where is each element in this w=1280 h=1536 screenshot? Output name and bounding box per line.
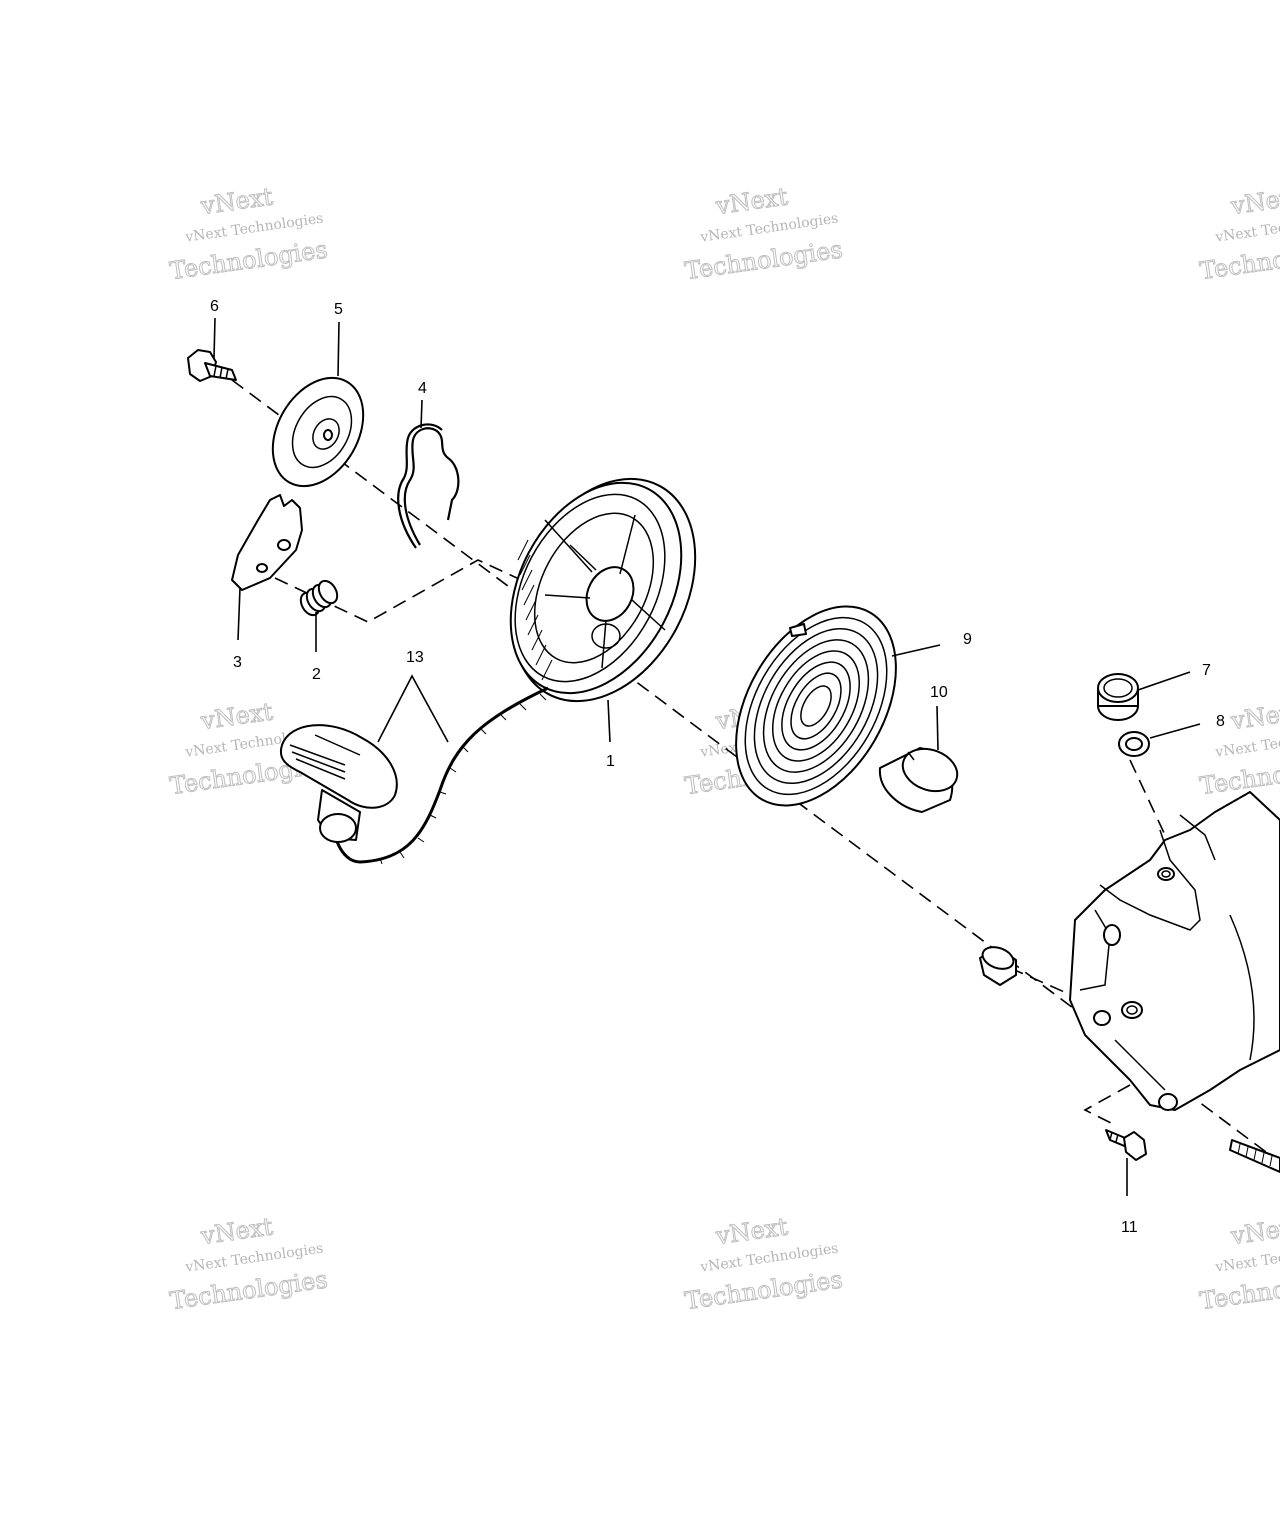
callout-6: 6 (210, 298, 219, 315)
callout-2: 2 (312, 666, 321, 683)
watermark-top-left: vNext vNext Technologies Technologies (168, 182, 330, 286)
part-8-washer (1118, 731, 1150, 757)
callout-5: 5 (334, 301, 343, 318)
svg-text:vNext: vNext (1228, 697, 1280, 735)
leader-6 (213, 317, 216, 359)
leader-9 (891, 644, 941, 657)
part-1-reel (509, 477, 697, 703)
part-4-spring-clip (397, 423, 460, 549)
starter-housing (1069, 791, 1280, 1111)
cap-axis-line (1129, 759, 1166, 836)
leader-7 (1137, 671, 1191, 691)
leader-1 (607, 699, 611, 743)
svg-text:Technologies: Technologies (1198, 235, 1280, 285)
watermark-top-right: vNext vNext Technologies Technologies (1198, 182, 1280, 286)
part-6-bolt (187, 349, 237, 382)
callout-13: 13 (406, 649, 424, 666)
callout-11: 11 (1121, 1219, 1138, 1236)
callout-labels: 6 5 4 3 2 1 13 9 10 7 8 11 (210, 298, 1225, 1236)
callout-1: 1 (606, 753, 615, 770)
leader-lines (213, 317, 1201, 1196)
leader-5 (337, 321, 340, 377)
leader-10 (936, 705, 939, 751)
callout-9: 9 (963, 631, 972, 648)
svg-text:vNext: vNext (198, 1212, 274, 1250)
housing-dowel-bushing (979, 946, 1017, 986)
callout-8: 8 (1216, 713, 1225, 730)
callout-7: 7 (1202, 662, 1211, 679)
svg-text:Technologies: Technologies (1198, 750, 1280, 800)
leader-3 (237, 587, 241, 641)
part-13-handle-rope (280, 686, 549, 865)
watermark-bottom-center: vNext vNext Technologies Technologies (683, 1212, 845, 1316)
part-5-friction-plate (271, 376, 365, 488)
leader-8 (1149, 723, 1201, 739)
svg-text:vNext: vNext (1228, 1212, 1280, 1250)
watermark-bottom-left: vNext vNext Technologies Technologies (168, 1212, 330, 1316)
callout-3: 3 (233, 654, 242, 671)
leader-13 (377, 674, 449, 743)
svg-text:Technologies: Technologies (1198, 1265, 1280, 1315)
callout-10: 10 (930, 684, 948, 701)
part-3-ratchet-pawl (231, 494, 303, 591)
callout-4: 4 (418, 380, 427, 397)
part-9-recoil-spring (735, 605, 897, 807)
svg-text:vNext: vNext (198, 182, 274, 220)
svg-text:vNext: vNext (198, 697, 274, 735)
part-7-cap (1097, 673, 1139, 721)
bolt-axis-line (1083, 1084, 1131, 1126)
part-10-bushing (878, 747, 959, 813)
leader-4 (420, 399, 423, 429)
watermark-mid-right: vNext vNext Technologies Technologies (1198, 697, 1280, 801)
svg-text:vNext: vNext (1228, 182, 1280, 220)
svg-text:vNext: vNext (713, 1212, 789, 1250)
svg-text:vNext: vNext (713, 182, 789, 220)
part-2-small-spring (299, 579, 339, 617)
housing-long-bolt (1229, 1139, 1280, 1173)
watermark-bottom-right: vNext vNext Technologies Technologies (1198, 1212, 1280, 1316)
watermark-top-center: vNext vNext Technologies Technologies (683, 182, 845, 286)
part-11-bolt (1105, 1129, 1147, 1161)
bushing-axis-line (1009, 967, 1106, 1011)
